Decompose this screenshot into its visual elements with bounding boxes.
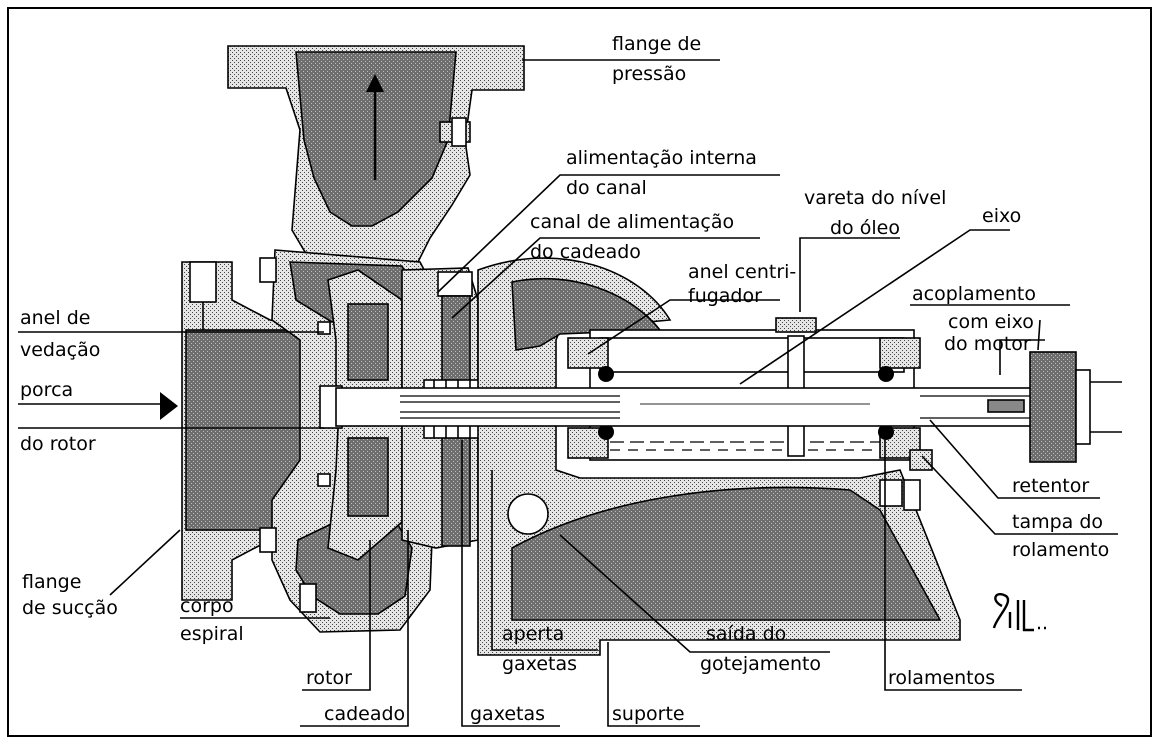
shaft	[335, 387, 1067, 427]
wear-ring-top	[317, 321, 331, 335]
frame-bolt	[879, 479, 903, 507]
label-alimentacao-interna-1: alimentação interna	[566, 147, 757, 169]
frame-cavity-lower	[511, 486, 942, 621]
artist-signature	[992, 592, 1046, 632]
wear-ring-bottom	[317, 473, 331, 487]
drip-outlet	[507, 493, 549, 535]
label-flange-succao-1: flange	[22, 571, 81, 593]
label-acoplamento-2: com eixo	[948, 311, 1034, 333]
pump-drawing	[160, 45, 1122, 656]
casing-bolt-spiral	[299, 583, 317, 613]
label-anel-vedacao-2: vedação	[20, 339, 100, 361]
label-flange-succao-2: de sucção	[22, 597, 118, 619]
shaft-key	[987, 399, 1025, 413]
label-saida-gotejamento-1: saída do	[706, 623, 786, 645]
label-canal-alimentacao-1: canal de alimentação	[530, 211, 734, 233]
label-suporte: suporte	[612, 703, 685, 725]
neck-bolt-head	[451, 117, 467, 147]
casing-bolt-bottom	[259, 527, 277, 553]
casing-bolt-top	[259, 257, 277, 283]
label-aperta-gaxetas-2: gaxetas	[502, 653, 577, 675]
discharge-arrow-head	[366, 74, 384, 92]
coupling	[1029, 351, 1077, 463]
label-flange-pressao-2: pressão	[612, 63, 686, 85]
bearing-cover	[909, 449, 933, 471]
label-saida-gotejamento-2: gotejamento	[700, 653, 821, 675]
label-rolamentos: rolamentos	[888, 667, 995, 689]
label-porca-rotor-2: do rotor	[20, 433, 96, 455]
label-tampa-rolamento-2: rolamento	[1012, 539, 1109, 561]
label-eixo: eixo	[982, 205, 1021, 227]
label-corpo-espiral-2: espiral	[180, 623, 244, 645]
coupling-hub	[1075, 369, 1091, 445]
label-tampa-rolamento-1: tampa do	[1012, 511, 1103, 533]
label-porca-rotor-1: porca	[20, 379, 73, 401]
bearing-cap-bolt	[903, 479, 921, 511]
label-vareta-1: vareta do nível	[804, 187, 946, 209]
oil-level-lines	[610, 441, 900, 451]
label-vareta-2: do óleo	[830, 217, 900, 239]
diagram-frame	[7, 7, 1152, 737]
label-rotor: rotor	[306, 667, 352, 689]
label-acoplamento-3: do motor	[944, 333, 1031, 355]
label-gaxetas: gaxetas	[470, 703, 545, 725]
rotor-vane-top	[347, 303, 389, 381]
shaft-lines	[400, 395, 1030, 419]
label-anel-centrifugador-1: anel centri-	[688, 261, 796, 283]
rotor-vane-bottom	[347, 437, 389, 517]
label-anel-vedacao-1: anel de	[20, 307, 90, 329]
label-acoplamento-1: acoplamento	[912, 283, 1036, 305]
labels: flange de pressão alimentação interna do…	[20, 33, 1109, 725]
label-alimentacao-interna-2: do canal	[566, 177, 647, 199]
label-retentor: retentor	[1012, 475, 1089, 497]
suction-flow-arrow	[160, 392, 178, 420]
suction-flange-bolt	[189, 261, 217, 303]
label-aperta-gaxetas-1: aperta	[502, 623, 564, 645]
label-anel-centrifugador-2: fugador	[688, 285, 762, 307]
oil-dipstick	[775, 317, 817, 333]
label-canal-alimentacao-2: do cadeado	[530, 241, 641, 263]
label-corpo-espiral-1: corpo	[180, 595, 234, 617]
label-cadeado: cadeado	[324, 703, 405, 725]
label-flange-pressao-1: flange de	[612, 33, 701, 55]
leader-lines	[18, 59, 1118, 727]
